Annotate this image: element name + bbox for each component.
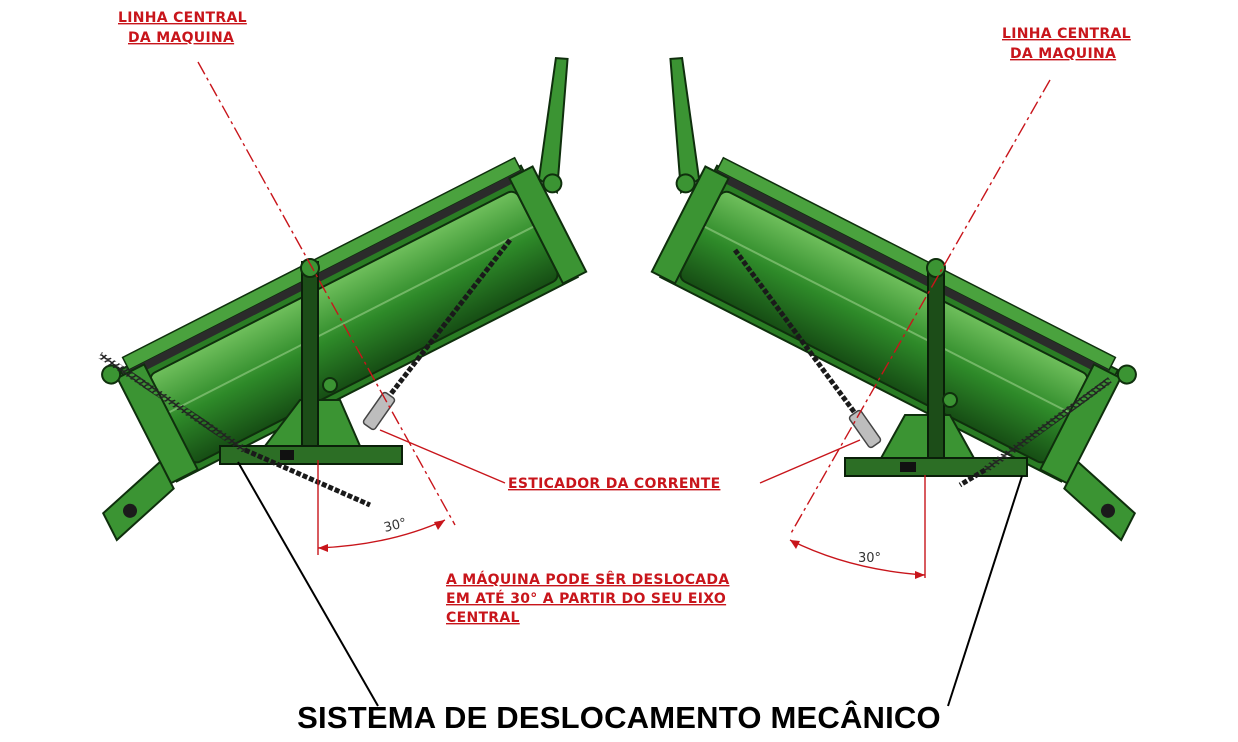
caption-leader-right [947,475,1023,707]
right-mount [844,258,1028,477]
left-machine [11,52,671,541]
caption-leader-left [237,461,379,707]
right-angle-arc [789,539,926,576]
angle-label-right: 30° [858,551,881,566]
note-line3: CENTRAL [446,610,520,626]
left-chain [98,238,512,508]
right-centerline [789,79,1051,536]
tensioner-label: ESTICADOR DA CORRENTE [508,476,720,492]
right-chain [732,248,1113,488]
centerline-label-right-line2: DA MAQUINA [1010,46,1116,62]
angle-label-left: 30° [382,516,408,536]
left-centerline [197,61,456,526]
centerline-label-left-line1: LINHA CENTRAL [118,10,247,26]
centerline-label-left-line2: DA MAQUINA [128,30,234,46]
note-line1: A MÁQUINA PODE SÊR DESLOCADA [446,571,729,588]
diagram-caption: SISTEMA DE DESLOCAMENTO MECÂNICO [297,700,941,735]
tensioner-leader-left [379,429,506,484]
tensioner-leader-right [759,439,861,484]
left-angle-arc [317,519,446,549]
centerline-label-right-line1: LINHA CENTRAL [1002,26,1131,42]
note-line2: EM ATÉ 30° A PARTIR DO SEU EIXO [446,590,726,607]
